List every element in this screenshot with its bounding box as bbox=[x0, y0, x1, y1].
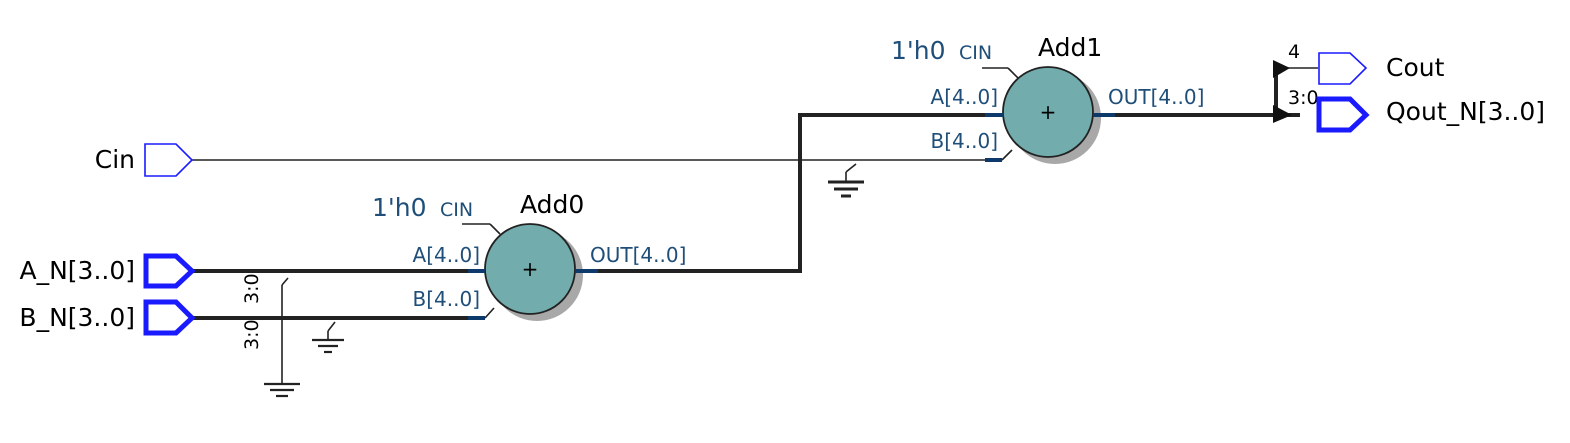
ground-symbol bbox=[312, 321, 344, 354]
add0-name: Add0 bbox=[520, 190, 584, 219]
add0-operator: + bbox=[522, 257, 539, 281]
adder-add0[interactable]: Add0 1'h0 CIN + A[4..0] B[4..0] OUT[4..0… bbox=[372, 190, 686, 321]
add1-pin-out: OUT[4..0] bbox=[1108, 85, 1204, 109]
port-label-cout: Cout bbox=[1386, 53, 1445, 82]
input-port-a[interactable]: A_N[3..0] bbox=[19, 253, 196, 289]
input-port-cin[interactable]: Cin bbox=[95, 143, 194, 177]
ground-symbol bbox=[264, 277, 300, 398]
port-label-qout: Qout_N[3..0] bbox=[1386, 97, 1545, 126]
add0-to-add1-wire bbox=[598, 113, 1002, 273]
add0-cin-value: 1'h0 bbox=[372, 193, 427, 222]
add1-pin-b: B[4..0] bbox=[931, 129, 999, 153]
add1-pin-a: A[4..0] bbox=[931, 85, 998, 109]
add1-name: Add1 bbox=[1038, 33, 1102, 62]
port-label-a: A_N[3..0] bbox=[19, 256, 135, 285]
add0-pin-out: OUT[4..0] bbox=[590, 243, 686, 267]
input-port-b[interactable]: B_N[3..0] bbox=[19, 299, 196, 336]
add1-cin-value: 1'h0 bbox=[891, 36, 946, 65]
output-port-cout[interactable]: Cout bbox=[1318, 52, 1445, 85]
add1-operator: + bbox=[1040, 100, 1057, 124]
adder-add1[interactable]: Add1 1'h0 CIN + A[4..0] B[4..0] OUT[4..0… bbox=[891, 33, 1204, 164]
add0-pin-a: A[4..0] bbox=[413, 243, 480, 267]
output-port-qout[interactable]: Qout_N[3..0] bbox=[1316, 96, 1545, 133]
slice-label-qout: 3:0 bbox=[1288, 87, 1319, 109]
add0-cin-label: CIN bbox=[440, 199, 473, 221]
port-label-b: B_N[3..0] bbox=[19, 303, 135, 332]
slice-label-a: 3:0 bbox=[241, 273, 263, 304]
slice-label-cout: 4 bbox=[1288, 41, 1300, 63]
add0-pin-b: B[4..0] bbox=[413, 287, 481, 311]
slice-label-b: 3:0 bbox=[241, 319, 263, 350]
ground-symbol bbox=[828, 163, 864, 198]
add1-cin-label: CIN bbox=[959, 42, 992, 64]
port-label-cin: Cin bbox=[95, 145, 135, 174]
cout-tap bbox=[1273, 60, 1318, 123]
